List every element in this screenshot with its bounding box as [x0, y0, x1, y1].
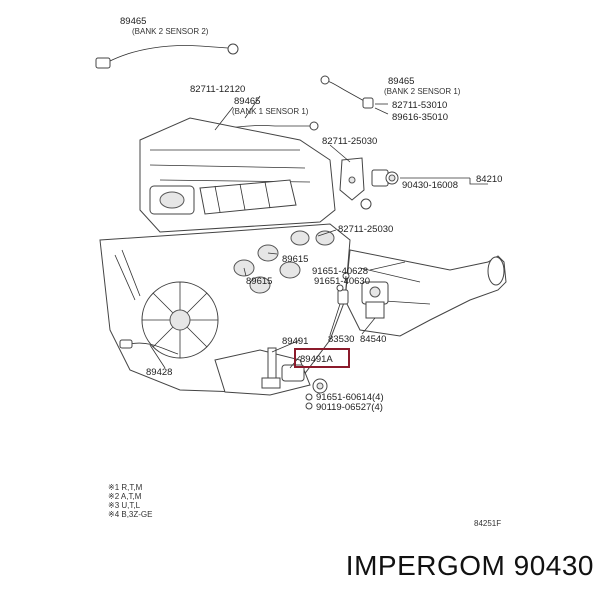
label-89465-mid: 89465	[234, 96, 260, 107]
label-89491a: 89491A	[300, 354, 333, 365]
label-91651-40628: 91651-40628	[312, 266, 368, 277]
label-89428: 89428	[146, 367, 172, 378]
engine-block	[99, 117, 351, 396]
sensor-83530	[337, 289, 349, 305]
brand-title: IMPERGOM 90430	[345, 550, 594, 581]
transmission-housing	[344, 249, 507, 337]
label-91651-40630: 91651-40630	[314, 276, 370, 287]
label-84210: 84210	[476, 174, 502, 185]
label-bank-sensor-2: (BANK 2 SENSOR 2)	[132, 27, 209, 36]
oxygen-sensor-top	[95, 43, 239, 69]
label-89616-35010: 89616-35010	[392, 112, 448, 123]
label-84540: 84540	[360, 334, 386, 345]
legend-line-4: ※4 B,3Z-GE	[108, 510, 153, 519]
legend-line-3: ※3 U,T,L	[108, 501, 141, 510]
bolt-91651-40630	[336, 284, 344, 292]
legend-line-1: ※1 R,T,M	[108, 483, 143, 492]
label-89491: 89491	[282, 336, 308, 347]
label-90119-06527: 90119-06527(4)	[316, 402, 383, 413]
diagram-code: 84251F	[474, 519, 501, 528]
label-90430-16008: 90430-16008	[402, 180, 458, 191]
switch-84210	[371, 169, 399, 187]
label-89465-right: 89465	[388, 76, 414, 87]
sensor-89491a	[281, 364, 328, 394]
label-bank-sensor-mid: (BANK 1 SENSOR 1)	[232, 107, 309, 116]
label-89615-b: 89615	[246, 276, 272, 287]
label-82711-25030-a: 82711-25030	[322, 136, 377, 147]
bracket-82711-a	[339, 157, 372, 210]
bolt-91651-60614	[305, 393, 313, 401]
highlight-box	[294, 348, 350, 368]
wire-89428	[119, 339, 179, 355]
label-82711-53010: 82711-53010	[392, 100, 447, 111]
label-82711-25030-b: 82711-25030	[338, 224, 393, 235]
oxygen-sensor-right	[320, 75, 374, 109]
leader-lines	[149, 95, 488, 369]
label-83530: 83530	[328, 334, 354, 345]
label-89615-a: 89615	[282, 254, 308, 265]
sensor-89491	[261, 347, 281, 389]
label-91651-60614: 91651-60614(4)	[316, 392, 384, 403]
label-82711-12120: 82711-12120	[190, 84, 245, 95]
legend-line-2: ※2 A,T,M	[108, 492, 142, 501]
label-89465-top: 89465	[120, 16, 146, 27]
label-bank2-sensor1: (BANK 2 SENSOR 1)	[384, 87, 461, 96]
bolt-90119-06527	[305, 402, 313, 410]
sensor-84540	[361, 281, 389, 319]
